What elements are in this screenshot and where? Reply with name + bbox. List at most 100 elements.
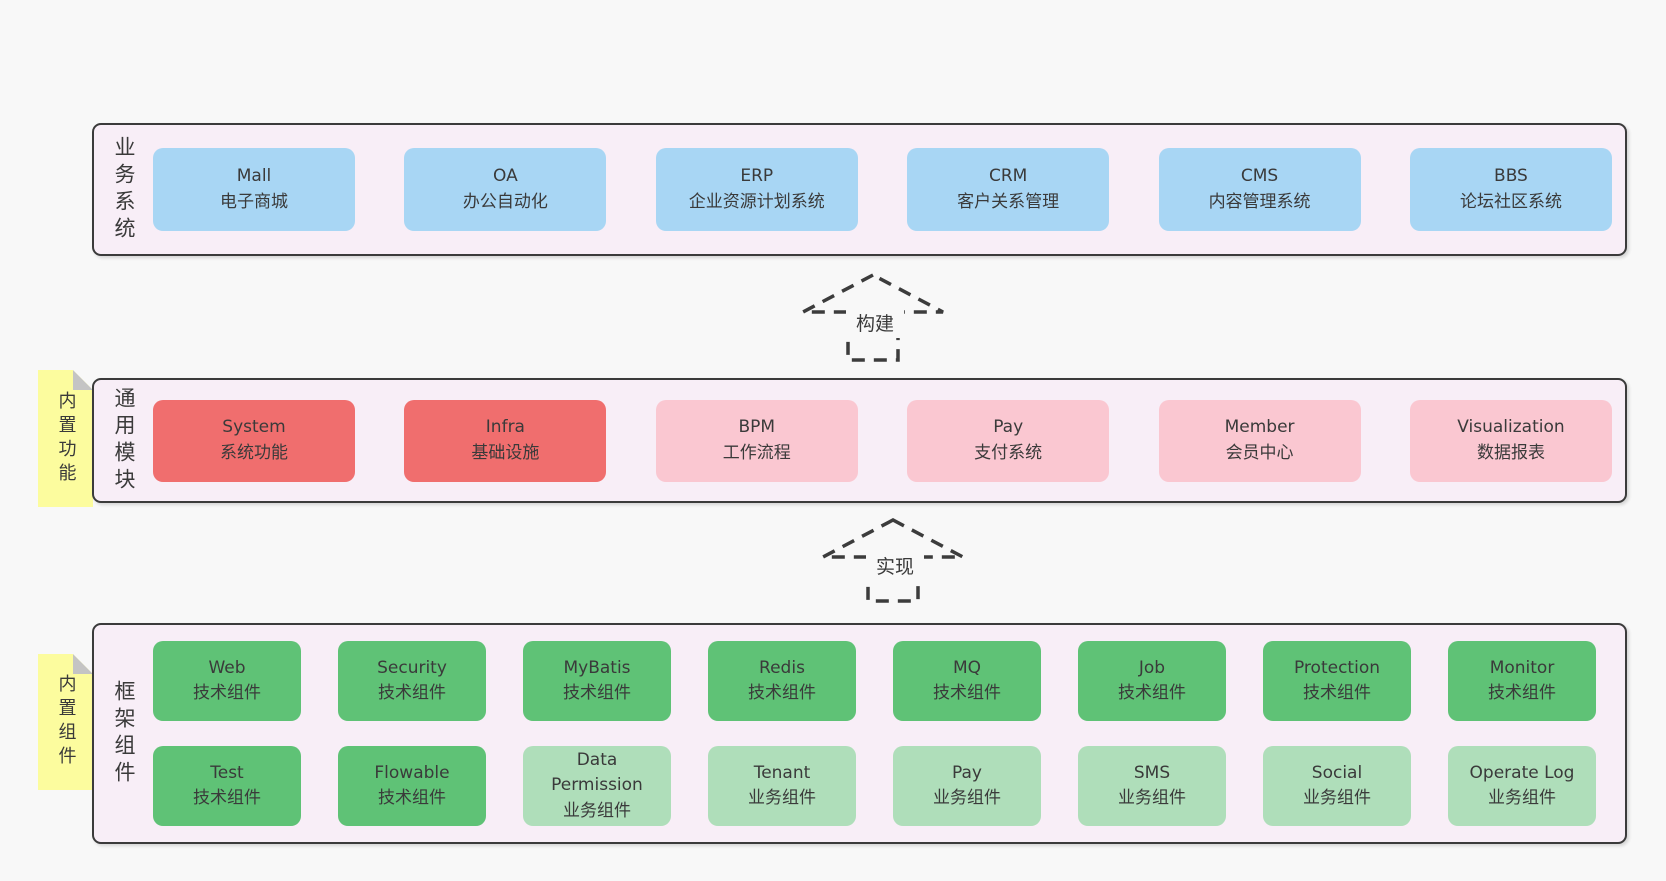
box-mq: MQ 技术组件	[893, 641, 1041, 721]
box-social: Social 业务组件	[1263, 746, 1411, 826]
box-name: Mall	[236, 166, 272, 186]
box-desc: 技术组件	[378, 788, 446, 808]
box-cms: CMS 内容管理系统	[1158, 148, 1361, 231]
box-desc: 客户关系管理	[957, 191, 1060, 212]
folded-corner-icon	[73, 370, 93, 390]
band-label-text: 框架组件	[112, 679, 136, 788]
box-desc: 技术组件	[748, 683, 816, 703]
box-job: Job 技术组件	[1078, 641, 1226, 721]
box-desc: 业务组件	[1488, 788, 1556, 808]
box-name: System	[222, 417, 286, 437]
box-name: Flowable	[374, 762, 450, 783]
band-business-systems: 业务系统 Mall 电子商城 OA 办公自动化 ERP 企业资源计划系统 CRM	[92, 123, 1627, 256]
box-name: Redis	[759, 657, 805, 678]
box-security: Security 技术组件	[338, 641, 486, 721]
arrow-label: 构建	[856, 313, 894, 335]
box-desc: 内容管理系统	[1208, 191, 1311, 212]
band-content: System 系统功能 Infra 基础设施 BPM 工作流程 Pay 支付系统…	[153, 380, 1625, 501]
box-name: OA	[493, 166, 518, 186]
box-row-business-components: Test 技术组件 Flowable 技术组件 Data Permission …	[153, 746, 1596, 826]
arrow-label-bg	[846, 308, 904, 338]
box-visualization: Visualization 数据报表	[1409, 399, 1612, 482]
box-flowable: Flowable 技术组件	[338, 746, 486, 826]
box-member: Member 会员中心	[1158, 399, 1361, 482]
box-name: Member	[1224, 417, 1295, 437]
box-name: Pay	[952, 762, 982, 783]
box-tenant: Tenant 业务组件	[708, 746, 856, 826]
box-name: BPM	[738, 417, 776, 437]
box-monitor: Monitor 技术组件	[1448, 641, 1596, 721]
box-name: Monitor	[1489, 657, 1555, 678]
box-test: Test 技术组件	[153, 746, 301, 826]
box-row-tech-components: Web 技术组件 Security 技术组件 MyBatis 技术组件 Redi…	[153, 641, 1596, 721]
box-desc: 会员中心	[1225, 442, 1294, 463]
box-bbs: BBS 论坛社区系统	[1409, 148, 1612, 231]
box-sms: SMS 业务组件	[1078, 746, 1226, 826]
box-name: CRM	[988, 166, 1028, 186]
box-protection: Protection 技术组件	[1263, 641, 1411, 721]
box-desc: 技术组件	[193, 788, 261, 808]
box-name: Security	[377, 657, 447, 678]
box-desc: 电子商城	[220, 191, 288, 212]
band-framework-components: 框架组件 Web 技术组件 Security 技术组件 MyBatis 技术组件…	[92, 623, 1627, 844]
box-desc: 业务组件	[563, 800, 631, 821]
arrow-label: 实现	[876, 556, 914, 578]
box-desc: 工作流程	[722, 442, 791, 463]
box-mybatis: MyBatis 技术组件	[523, 641, 671, 721]
box-desc: 业务组件	[748, 788, 816, 808]
box-name: Social	[1311, 762, 1363, 783]
box-name: Infra	[485, 417, 525, 437]
implement-arrow: 实现	[822, 518, 964, 603]
box-system: System 系统功能	[153, 399, 355, 482]
box-desc: 办公自动化	[462, 191, 548, 212]
band-content: Web 技术组件 Security 技术组件 MyBatis 技术组件 Redi…	[153, 625, 1625, 842]
sticky-note-builtin-features: 内置功能	[38, 370, 93, 507]
box-name: BBS	[1494, 166, 1528, 186]
box-infra: Infra 基础设施	[404, 399, 607, 482]
box-name: Visualization	[1457, 417, 1565, 437]
box-pay: Pay 支付系统	[907, 399, 1110, 482]
box-desc: 技术组件	[1303, 683, 1371, 703]
box-pay-business: Pay 业务组件	[893, 746, 1041, 826]
box-desc: 基础设施	[471, 442, 540, 463]
box-name: MyBatis	[563, 657, 631, 678]
box-desc: 支付系统	[974, 442, 1043, 463]
box-desc: 系统功能	[220, 442, 288, 463]
band-label-framework-components: 框架组件	[94, 625, 153, 842]
box-name: Job	[1138, 657, 1166, 678]
box-desc: 技术组件	[193, 683, 261, 703]
box-name: MQ	[952, 657, 982, 678]
box-desc: 技术组件	[1488, 683, 1556, 703]
band-label-business-systems: 业务系统	[94, 125, 153, 254]
box-desc: 技术组件	[1118, 683, 1186, 703]
box-desc: 业务组件	[1303, 788, 1371, 808]
box-desc: 技术组件	[563, 683, 631, 703]
band-content: Mall 电子商城 OA 办公自动化 ERP 企业资源计划系统 CRM 客户关系…	[153, 125, 1625, 254]
box-desc: 论坛社区系统	[1459, 191, 1562, 212]
box-desc: 业务组件	[1118, 788, 1186, 808]
box-mall: Mall 电子商城	[153, 148, 355, 231]
folded-corner-icon	[73, 654, 93, 674]
box-redis: Redis 技术组件	[708, 641, 856, 721]
box-desc: 技术组件	[378, 683, 446, 703]
box-name: Data Permission	[551, 749, 643, 796]
box-desc: 技术组件	[933, 683, 1001, 703]
sticky-note-label: 内置组件	[55, 674, 77, 770]
build-arrow: 构建	[802, 273, 944, 362]
box-name: Pay	[993, 417, 1024, 437]
box-web: Web 技术组件	[153, 641, 301, 721]
box-name: Web	[208, 657, 246, 678]
box-erp: ERP 企业资源计划系统	[655, 148, 858, 231]
box-data-permission: Data Permission 业务组件	[523, 746, 671, 826]
box-name: CMS	[1240, 166, 1279, 186]
box-oa: OA 办公自动化	[404, 148, 607, 231]
box-name: ERP	[740, 166, 774, 186]
box-desc: 企业资源计划系统	[688, 191, 825, 212]
box-operate-log: Operate Log 业务组件	[1448, 746, 1596, 826]
box-crm: CRM 客户关系管理	[907, 148, 1110, 231]
arrow-label-bg	[866, 551, 924, 581]
box-name: Tenant	[753, 762, 811, 783]
box-name: Protection	[1293, 657, 1380, 678]
box-name: SMS	[1133, 762, 1171, 783]
